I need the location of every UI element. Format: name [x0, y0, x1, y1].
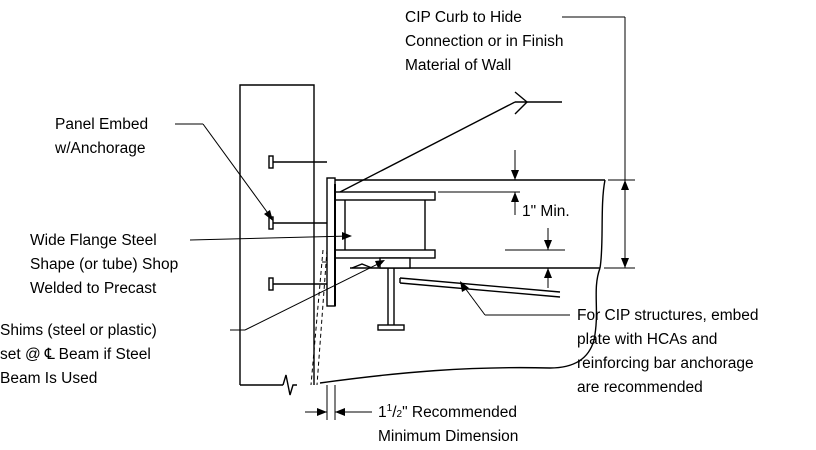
label-panel-embed-line-1: Panel Embed: [55, 116, 148, 133]
label-wide-flange-line-2: Shape (or tube) Shop: [30, 256, 178, 273]
label-min-dimension: 11/2" Recommended Minimum Dimension: [378, 403, 518, 445]
label-cip-curb: CIP Curb to Hide Connection or in Finish…: [405, 9, 564, 74]
label-cip-curb-line-1: CIP Curb to Hide: [405, 9, 522, 26]
label-cip-structures-line-2: plate with HCAs and: [577, 331, 717, 348]
shims: [310, 249, 328, 386]
centerline-symbol: ℄: [44, 346, 55, 363]
label-wide-flange-line-1: Wide Flange Steel: [30, 232, 157, 249]
label-panel-embed: Panel Embed w/Anchorage: [54, 116, 148, 157]
label-cip-structures-line-3: reinforcing bar anchorage: [577, 355, 754, 372]
reinforcing-bar: [399, 277, 561, 298]
label-cip-structures-line-1: For CIP structures, embed: [577, 307, 758, 324]
bearing-connection: [351, 257, 411, 331]
label-shims-line-3: Beam Is Used: [0, 370, 97, 387]
leader-lines: [175, 16, 626, 331]
dimension-depth: [604, 179, 635, 269]
label-wide-flange-line-3: Welded to Precast: [30, 280, 157, 297]
weld-symbol: [339, 91, 562, 193]
label-cip-curb-line-2: Connection or in Finish: [405, 33, 564, 50]
label-wide-flange: Wide Flange Steel Shape (or tube) Shop W…: [30, 232, 178, 297]
label-shims-line-1: Shims (steel or plastic): [0, 322, 157, 339]
headed-anchors: [268, 155, 327, 291]
label-cip-curb-line-3: Material of Wall: [405, 57, 511, 74]
precast-panel: [239, 84, 315, 396]
label-min-dimension-line-2: Minimum Dimension: [378, 428, 518, 445]
label-panel-embed-line-2: w/Anchorage: [54, 140, 145, 157]
label-min-dimension-line-1: 11/2" Recommended: [378, 403, 517, 421]
label-cip-structures-line-4: are recommended: [577, 379, 703, 396]
label-shims: Shims (steel or plastic) set @℄Beam if S…: [0, 322, 157, 387]
label-shims-line-2: set @℄Beam if Steel: [0, 346, 151, 363]
dimension-min-gap: [305, 385, 372, 420]
wide-flange-beam: [334, 191, 436, 259]
label-cip-structures: For CIP structures, embed plate with HCA…: [577, 307, 758, 396]
dimension-one-inch: [438, 150, 565, 288]
label-one-inch-min: 1" Min.: [522, 203, 570, 220]
